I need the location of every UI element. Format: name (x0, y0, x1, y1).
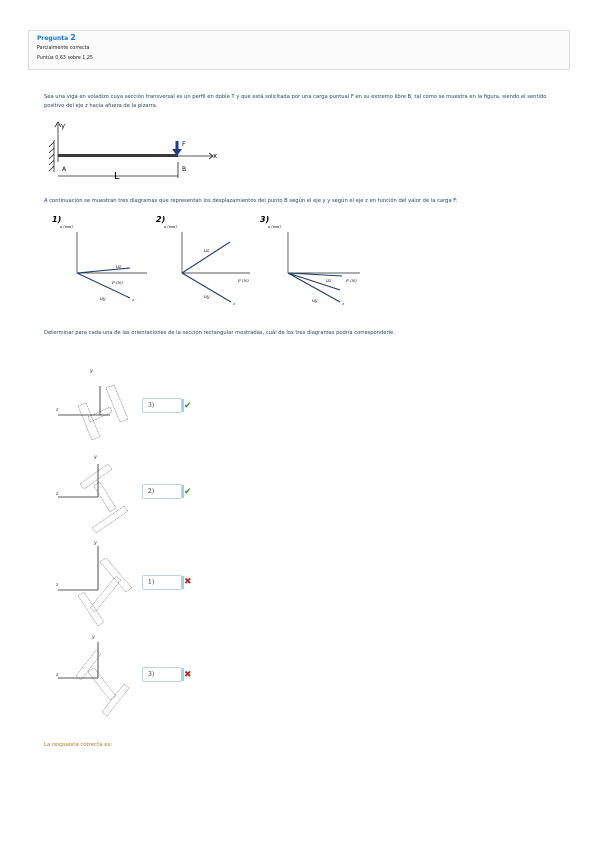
question-score: Puntúa 0,63 sobre 1,25 (37, 56, 93, 61)
diagram-y-label: u (mm) (60, 225, 73, 229)
correct-check-icon: ✔ (184, 401, 192, 411)
y-label: y (61, 122, 65, 130)
point-b-label: B (182, 166, 186, 173)
section-y-label: y (91, 635, 95, 640)
diagram-number: 3) (260, 215, 269, 224)
diagrams-intro: A continuación se muestran tres diagrama… (44, 198, 458, 204)
x-axis-arrow (208, 152, 214, 160)
section-z-label: z (55, 673, 59, 678)
diagram-y-label: u (mm) (164, 225, 177, 229)
diagram-x-label: F (N) (345, 278, 357, 283)
diagram-x-label: F (N) (237, 278, 249, 283)
uy-label: uy (100, 297, 106, 302)
diagram-number: 2) (156, 215, 165, 224)
y-axis-arrow (54, 121, 62, 128)
diagram-number: 1) (52, 215, 61, 224)
diagram-3: 3) u (mm) uz F (N) uy z (260, 215, 360, 306)
correct-check-icon: ✔ (184, 487, 192, 497)
section-z-label: z (55, 583, 59, 588)
diagram-y-label: u (mm) (268, 225, 281, 229)
section-4-answer-select[interactable]: 3) (142, 667, 184, 682)
section-3-answer-select[interactable]: 1) (142, 575, 184, 590)
x-label: x (213, 152, 217, 160)
question-info-box: Pregunta 2 Parcialmente correcta Puntúa … (28, 30, 570, 70)
incorrect-cross-icon: ✖ (184, 670, 192, 680)
incorrect-cross-icon: ✖ (184, 577, 192, 587)
uy-label: uy (312, 299, 318, 304)
force-arrow-shaft (175, 141, 179, 150)
section-2-answer-select[interactable]: 2) (142, 484, 184, 499)
section-1-figure: y z (55, 369, 129, 441)
question-status: Parcialmente correcta (37, 46, 90, 51)
section-4-figure: y z (55, 635, 130, 717)
uz-label: uz (326, 279, 332, 284)
cantilever-beam-figure: y x F A B L (48, 121, 217, 182)
section-y-label: y (93, 541, 97, 546)
section-z-label: z (55, 492, 59, 497)
force-arrow-head (172, 149, 182, 156)
beam-body (58, 154, 178, 157)
point-a-label: A (62, 166, 67, 173)
section-2-figure: y z (55, 455, 129, 534)
problem-statement: Sea una viga en voladizo cuya sección tr… (44, 94, 547, 109)
section-y-label: y (93, 455, 97, 460)
diagram-1: 1) u (mm) uz F (N) uy z (52, 215, 147, 302)
length-label: L (114, 171, 120, 182)
uy-label: uy (204, 295, 210, 300)
section-3-figure: y z (55, 541, 133, 627)
correct-answer-label: La respuesta correcta es: (44, 742, 113, 748)
uz-label: uz (116, 265, 122, 270)
z-label: z (232, 301, 236, 306)
section-y-label: y (89, 369, 93, 374)
force-label: F (182, 141, 186, 148)
question-number: Pregunta 2 (37, 33, 76, 42)
section-1-answer-select[interactable]: 3) (142, 398, 184, 413)
diagram-x-label: F (N) (111, 280, 123, 285)
section-z-label: z (55, 408, 59, 413)
z-label: z (341, 301, 345, 306)
task-statement: Determinar para cada una de las orientac… (44, 330, 395, 336)
uz-label: uz (204, 249, 210, 254)
z-label: z (131, 297, 135, 302)
diagram-2: 2) u (mm) uz F (N) uy z (156, 215, 250, 306)
